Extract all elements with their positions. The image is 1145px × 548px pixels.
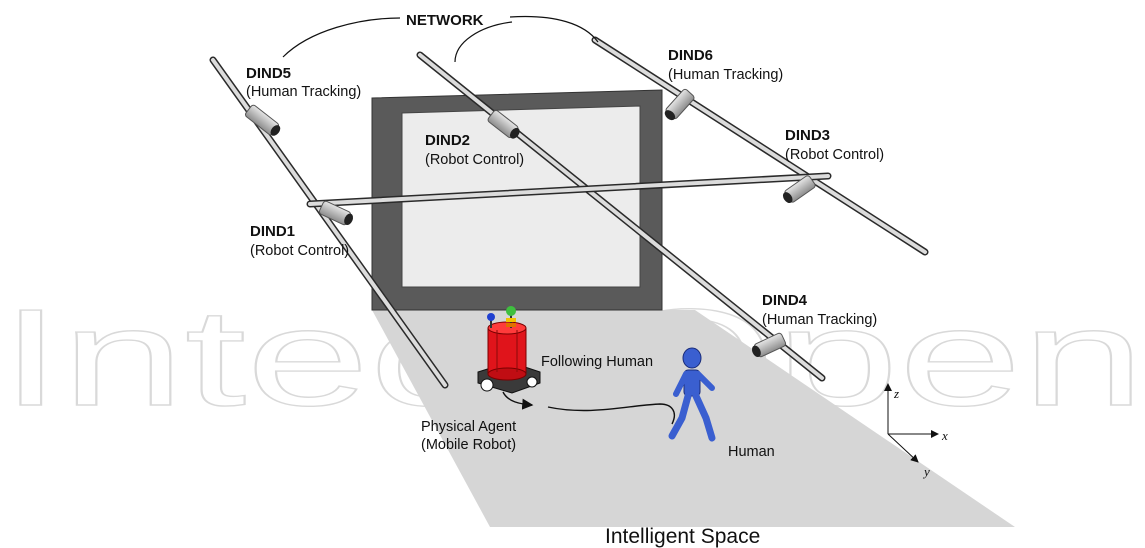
dind1-role: (Robot Control) bbox=[250, 243, 349, 259]
agent-label: Physical Agent bbox=[421, 419, 516, 435]
camera-dind2 bbox=[487, 109, 520, 139]
dind1-label: DIND1 bbox=[250, 223, 295, 240]
axis-y-label: y bbox=[922, 464, 930, 479]
agent-sublabel: (Mobile Robot) bbox=[421, 437, 516, 453]
dind3-role: (Robot Control) bbox=[785, 147, 884, 163]
camera-dind4 bbox=[751, 332, 787, 358]
dind5-label: DIND5 bbox=[246, 65, 291, 82]
camera-dind6 bbox=[664, 88, 695, 121]
dind2-label: DIND2 bbox=[425, 132, 470, 149]
floor bbox=[372, 310, 1015, 527]
rail-dind1-dind3 bbox=[306, 172, 832, 208]
coordinate-axes bbox=[884, 383, 939, 463]
network-label: NETWORK bbox=[406, 12, 484, 29]
dind5-role: (Human Tracking) bbox=[246, 84, 361, 100]
dind4-role: (Human Tracking) bbox=[762, 312, 877, 328]
camera-dind1 bbox=[318, 200, 354, 226]
camera-dind5 bbox=[245, 104, 281, 136]
space-label: Intelligent Space bbox=[605, 525, 760, 548]
following-path bbox=[502, 391, 676, 425]
dind6-label: DIND6 bbox=[668, 47, 713, 64]
following-label: Following Human bbox=[541, 354, 653, 370]
dind3-label: DIND3 bbox=[785, 127, 830, 144]
camera-dind3 bbox=[782, 175, 816, 204]
axis-x-label: x bbox=[941, 428, 948, 443]
mobile-robot bbox=[477, 306, 541, 394]
dind4-label: DIND4 bbox=[762, 292, 808, 309]
dind6-role: (Human Tracking) bbox=[668, 67, 783, 83]
wall-panel bbox=[401, 105, 641, 288]
network-links bbox=[282, 15, 599, 63]
human-label: Human bbox=[728, 444, 775, 460]
axis-z-label: z bbox=[893, 386, 899, 401]
rail-dind6 bbox=[591, 36, 929, 256]
rail-dind2 bbox=[416, 51, 826, 382]
human-figure bbox=[668, 347, 716, 442]
dind2-role: (Robot Control) bbox=[425, 152, 524, 168]
